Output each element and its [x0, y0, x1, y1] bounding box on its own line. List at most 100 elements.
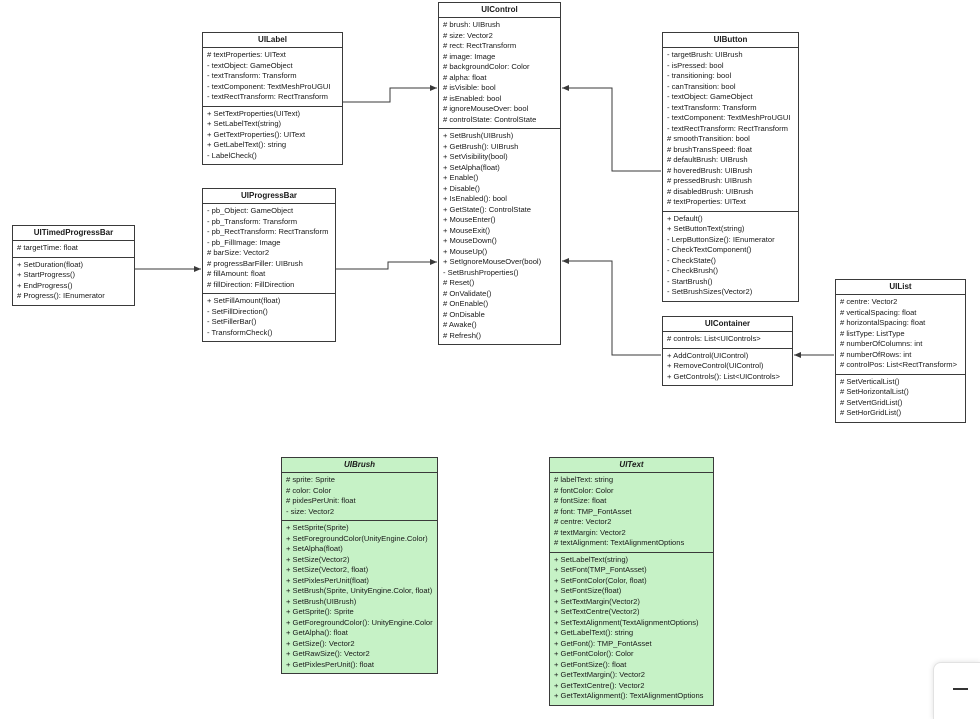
zoom-control-widget[interactable] — [933, 662, 980, 719]
edge-uicontainer-to-uicontrol — [562, 258, 661, 356]
method-row: - CheckBrush() — [667, 266, 719, 275]
method-row: + SetTextAlignment(TextAlignmentOptions) — [554, 617, 699, 627]
class-name: UILabel — [203, 33, 342, 48]
method-row: + SetIgnoreMouseOver(bool) — [443, 257, 542, 266]
class-uiprogressbar[interactable]: UIProgressBar - pb_Object: GameObject- p… — [202, 188, 336, 342]
method-row: - SetBrushSizes(Vector2) — [667, 287, 753, 296]
method-list: # SetVerticalList()# SetHorizontalList()… — [836, 373, 965, 422]
class-uitext[interactable]: UIText # labelText: string# fontColor: C… — [549, 457, 714, 706]
attribute-row: # image: Image — [443, 51, 496, 61]
method-row: + SetAlpha(float) — [286, 544, 343, 553]
attribute-row: - isPressed: bool — [667, 60, 724, 70]
attribute-row: - textComponent: TextMeshProUGUI — [667, 113, 791, 122]
method-row: + EndProgress() — [17, 280, 73, 290]
attribute-row: # size: Vector2 — [443, 30, 493, 40]
method-row: - CheckState() — [667, 255, 716, 265]
method-row: + SetFillAmount(float) — [207, 296, 281, 305]
edge-uibutton-to-uicontrol — [562, 85, 661, 172]
attribute-row: # progressBarFiller: UIBrush — [207, 258, 303, 268]
class-uilabel[interactable]: UILabel # textProperties: UIText- textOb… — [202, 32, 343, 165]
method-row: # Awake() — [443, 320, 477, 329]
attribute-row: # hoveredBrush: UIBrush — [667, 165, 753, 175]
attribute-row: - canTransition: bool — [667, 81, 736, 91]
attribute-row: # isVisible: bool — [443, 83, 496, 92]
method-row: + MouseUp() — [443, 246, 488, 256]
method-row: + SetBrush(UIBrush) — [443, 131, 514, 140]
class-uicontrol[interactable]: UIControl # brush: UIBrush# size: Vector… — [438, 2, 561, 345]
method-row: + GetTextAlignment(): TextAlignmentOptio… — [554, 691, 704, 700]
attribute-row: - textComponent: TextMeshProUGUI — [207, 81, 331, 91]
attribute-row: - textObject: GameObject — [667, 92, 753, 101]
attribute-row: # isEnabled: bool — [443, 93, 502, 103]
method-row: + SetAlpha(float) — [443, 162, 500, 172]
method-list: + SetDuration(float)+ StartProgress()+ E… — [13, 256, 134, 305]
method-row: - SetFillDirection() — [207, 306, 268, 316]
attribute-row: - transitioning: bool — [667, 71, 732, 80]
method-list: + SetSprite(Sprite)+ SetForegroundColor(… — [282, 520, 437, 673]
method-row: + GetRawSize(): Vector2 — [286, 649, 370, 658]
method-row: - StartBrush() — [667, 276, 713, 286]
minus-icon[interactable] — [953, 688, 968, 690]
class-uilist[interactable]: UIList # centre: Vector2# verticalSpacin… — [835, 279, 966, 423]
method-list: + SetBrush(UIBrush)+ GetBrush(): UIBrush… — [439, 128, 560, 344]
class-name: UIControl — [439, 3, 560, 18]
method-row: # SetHorizontalList() — [840, 387, 909, 396]
method-row: + Enable() — [443, 173, 479, 182]
class-uibutton[interactable]: UIButton - targetBrush: UIBrush- isPress… — [662, 32, 799, 302]
method-row: + GetBrush(): UIBrush — [443, 141, 519, 151]
class-name: UIButton — [663, 33, 798, 48]
attribute-row: - textRectTransform: RectTransform — [667, 123, 788, 133]
method-row: + SetSize(Vector2) — [286, 554, 350, 564]
attribute-list: # sprite: Sprite# color: Color# pixlesPe… — [282, 473, 437, 520]
attribute-row: - pb_Transform: Transform — [207, 216, 298, 226]
attribute-row: # textMargin: Vector2 — [554, 527, 626, 537]
attribute-row: # targetTime: float — [17, 243, 78, 252]
method-row: + GetState(): ControlState — [443, 204, 532, 214]
class-uibrush[interactable]: UIBrush # sprite: Sprite# color: Color# … — [281, 457, 438, 674]
attribute-row: # disabledBrush: UIBrush — [667, 186, 754, 196]
class-name: UIBrush — [282, 458, 437, 473]
attribute-row: # brush: UIBrush — [443, 20, 500, 29]
edge-uiprogressbar-to-uicontrol — [336, 259, 437, 270]
method-row: # SetVerticalList() — [840, 376, 900, 386]
attribute-row: # alpha: float — [443, 72, 487, 82]
attribute-row: # fillDirection: FillDirection — [207, 279, 295, 289]
attribute-row: # pressedBrush: UIBrush — [667, 176, 752, 185]
method-row: + SetLabelText(string) — [554, 554, 629, 564]
method-row: + GetFontSize(): float — [554, 659, 627, 669]
attribute-row: # horizontalSpacing: float — [840, 318, 926, 327]
method-row: - CheckTextComponent() — [667, 245, 752, 254]
class-uicontainer[interactable]: UIContainer # controls: List<UIControls>… — [662, 316, 793, 386]
method-row: + GetPixlesPerUnit(): float — [286, 659, 374, 669]
class-name: UIText — [550, 458, 713, 473]
method-row: + MouseExit() — [443, 225, 491, 235]
method-row: # OnEnable() — [443, 299, 489, 308]
class-name: UIProgressBar — [203, 189, 335, 204]
attribute-row: - size: Vector2 — [286, 506, 335, 516]
attribute-row: # verticalSpacing: float — [840, 307, 917, 317]
method-row: + StartProgress() — [17, 270, 76, 279]
method-row: + GetAlpha(): float — [286, 628, 348, 637]
method-row: + SetTextCentre(Vector2) — [554, 607, 640, 616]
method-row: + GetSprite(): Sprite — [286, 607, 354, 616]
attribute-row: - targetBrush: UIBrush — [667, 50, 743, 59]
method-row: + SetFontColor(Color, float) — [554, 575, 647, 585]
attribute-row: # ignoreMouseOver: bool — [443, 104, 529, 113]
attribute-row: # controlPos: List<RectTransform> — [840, 360, 958, 369]
attribute-row: # backgroundColor: Color — [443, 62, 530, 71]
method-row: # Refresh() — [443, 330, 481, 340]
method-row: + IsEnabled(): bool — [443, 194, 507, 203]
method-row: + GetSize(): Vector2 — [286, 638, 355, 648]
method-list: + Default()+ SetButtonText(string)- Lerp… — [663, 210, 798, 301]
method-row: + SetLabelText(string) — [207, 119, 282, 128]
method-row: + SetBrush(Sprite, UnityEngine.Color, fl… — [286, 586, 433, 595]
attribute-list: - pb_Object: GameObject- pb_Transform: T… — [203, 204, 335, 293]
method-row: # SetHorGridList() — [840, 408, 902, 417]
attribute-row: # textProperties: UIText — [667, 197, 746, 206]
attribute-list: # targetTime: float — [13, 241, 134, 257]
method-list: + SetLabelText(string)+ SetFont(TMP_Font… — [550, 551, 713, 705]
class-uitimedprogressbar[interactable]: UITimedProgressBar # targetTime: float +… — [12, 225, 135, 306]
method-row: - LabelCheck() — [207, 150, 257, 160]
attribute-row: # sprite: Sprite — [286, 475, 335, 484]
attribute-list: # brush: UIBrush# size: Vector2# rect: R… — [439, 18, 560, 128]
